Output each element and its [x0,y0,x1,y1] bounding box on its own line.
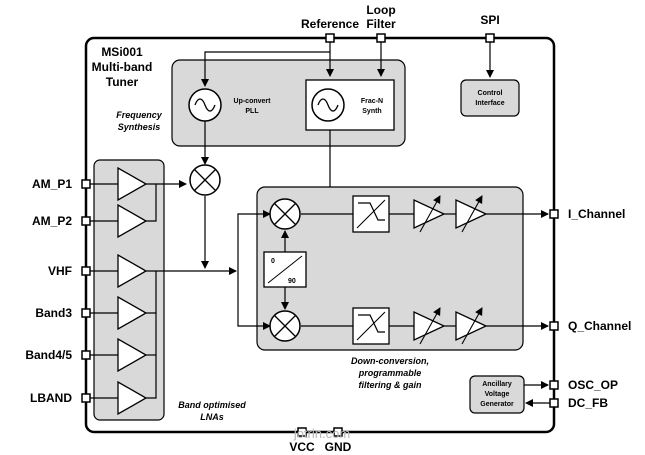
i-vga-2-icon [455,198,488,230]
lna-caption-line2: LNAs [200,412,224,422]
pin-spi [485,33,495,43]
pin-label-am-p2: AM_P2 [32,214,72,228]
pin-label-i-channel: I_Channel [568,207,625,221]
upconvert-pll-label-line1: Up-convert [234,98,272,105]
pin-label-spi: SPI [480,13,499,27]
pin-vhf [81,266,91,276]
pin-lband [81,393,91,403]
lna-band45 [117,337,148,373]
pin-dc-fb [549,398,559,408]
lna-panel [93,159,165,421]
control-interface-label-line2: Interface [475,100,504,107]
chip-title-line2: Multi-band [92,60,153,74]
pin-label-vhf: VHF [48,264,72,278]
pin-label-q-channel: Q_Channel [568,319,631,333]
pin-reference [325,33,335,43]
pin-am-p1 [81,179,91,189]
frequency-synthesis-caption-line1: Frequency [116,110,163,120]
lna-lband [117,380,148,416]
pin-label-vcc: VCC [289,440,315,454]
chip-title-line3: Tuner [106,75,139,89]
fracn-label-line1: Frac-N [361,98,383,105]
pin-label-osc-op: OSC_OP [568,378,618,392]
watermark: jotrin.com [293,426,350,441]
pin-label-band3: Band3 [35,306,72,320]
pin-label-gnd: GND [325,440,352,454]
pin-osc-op [549,380,559,390]
lna-am-p2 [117,203,148,239]
phase-label-0: 0 [271,258,275,265]
phase-label-90: 90 [288,278,296,285]
pin-label-loop-filter-line2: Filter [366,17,396,31]
control-interface-label-line1: Control [478,90,503,97]
lna-am-p1 [117,166,148,202]
pin-label-lband: LBAND [30,391,72,405]
pin-band45 [81,350,91,360]
q-vga-1-icon [413,310,446,342]
pin-label-am-p1: AM_P1 [32,177,72,191]
ancillary-label-line1: Ancillary [482,381,512,388]
pin-gnd [333,427,343,437]
pin-label-reference: Reference [301,17,359,31]
i-vga-1-icon [413,198,446,230]
lna-caption-line1: Band optimised [178,400,246,410]
q-vga-2-icon [455,310,488,342]
fracn-label-line2: Synth [362,108,381,115]
downconversion-caption-line3: filtering & gain [359,380,423,390]
frequency-synthesis-caption-line2: Synthesis [118,122,161,132]
pin-label-band45: Band4/5 [25,348,72,362]
control-interface-block [460,79,520,117]
upconvert-pll-label-line2: PLL [245,108,259,115]
lna-vhf [117,253,148,289]
pin-q-channel [549,321,559,331]
pin-vcc [297,427,307,437]
downconversion-caption-line1: Down-conversion, [351,356,429,366]
downconversion-caption-line2: programmable [358,368,422,378]
pin-label-dc-fb: DC_FB [568,396,608,410]
pin-label-loop-filter-line1: Loop [366,3,395,17]
lna-band3 [117,295,148,331]
pin-loop-filter [376,33,386,43]
ancillary-label-line3: Generator [480,401,514,408]
ancillary-voltage-generator-block [469,375,525,414]
pin-am-p2 [81,216,91,226]
ancillary-label-line2: Voltage [485,391,510,398]
pin-band3 [81,308,91,318]
chip-title-line1: MSi001 [101,45,143,59]
pin-i-channel [549,209,559,219]
